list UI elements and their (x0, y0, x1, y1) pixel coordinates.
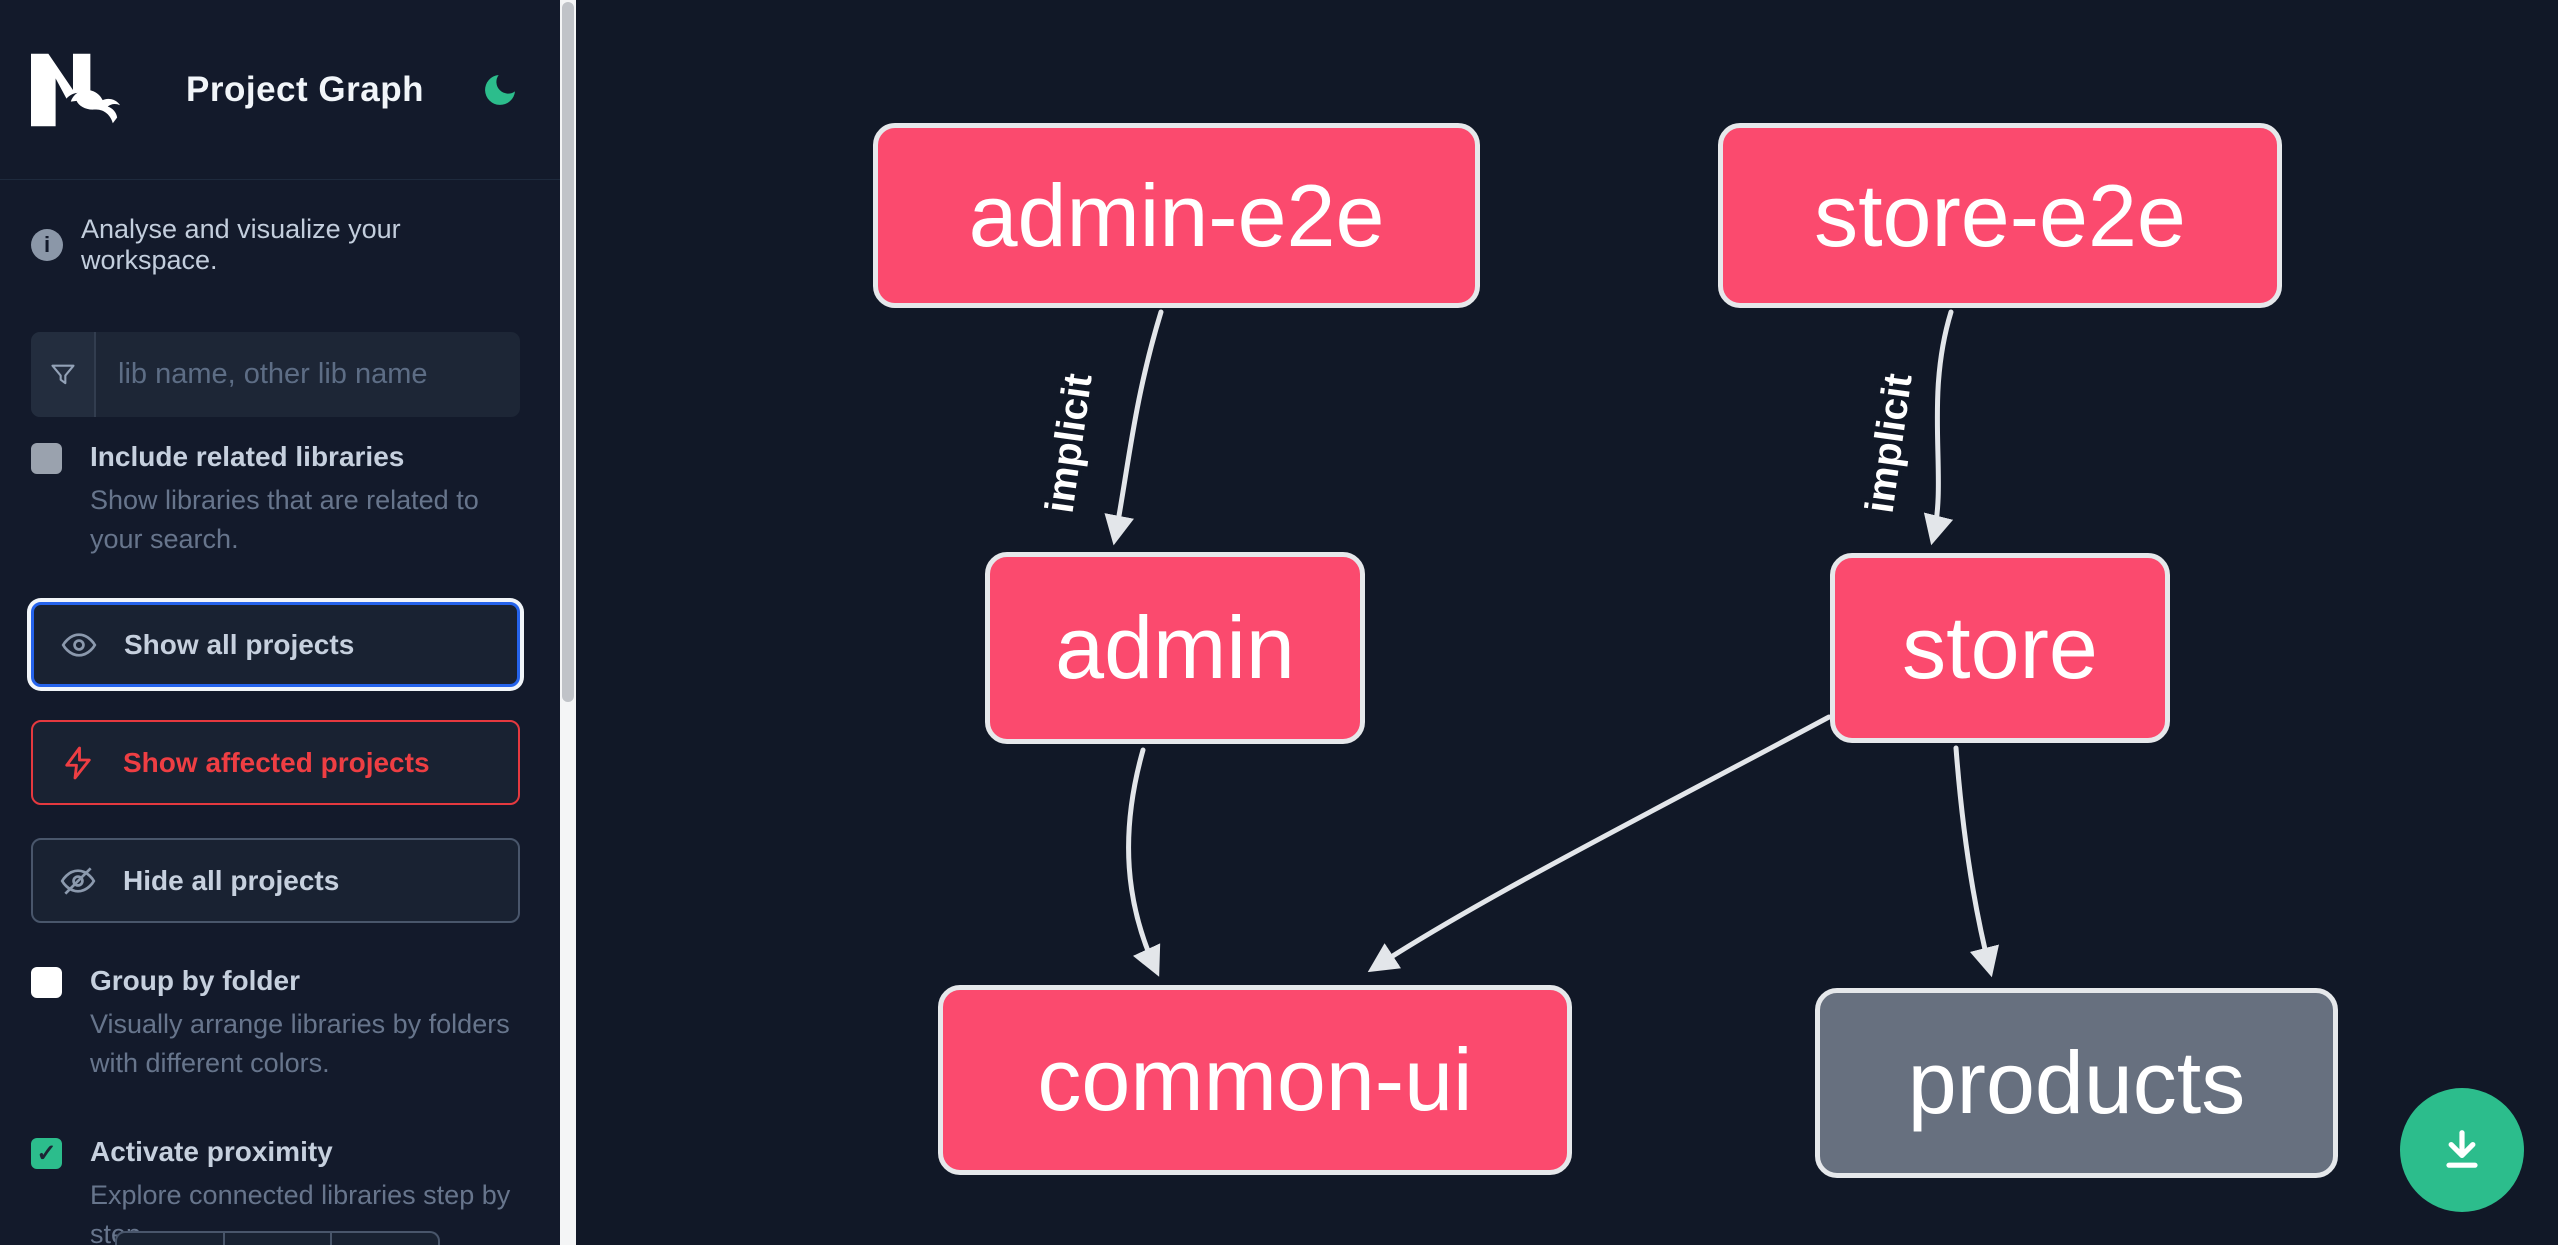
sidebar-header: Project Graph (0, 0, 560, 180)
nx-logo (31, 53, 121, 126)
search-input[interactable] (96, 332, 520, 417)
graph-canvas[interactable]: implicit implicit admin-e2e store-e2e ad… (576, 0, 2558, 1245)
option-include-related[interactable]: Include related libraries Show libraries… (31, 439, 522, 558)
button-label: Hide all projects (123, 864, 340, 896)
sidebar: Project Graph i Analyse and visualize yo… (0, 0, 560, 1245)
proximity-depth-stepper[interactable] (115, 1231, 440, 1245)
option-description: Explore connected libraries step by step… (90, 1180, 511, 1245)
eye-off-icon (60, 866, 96, 895)
stepper-decrement[interactable] (117, 1233, 223, 1245)
edge-layer: implicit implicit (1034, 309, 1999, 978)
edge-label-implicit: implicit (1038, 371, 1101, 516)
edge-store-e2e-to-store (1923, 309, 1954, 546)
option-group-by-folder[interactable]: Group by folder Visually arrange librari… (31, 963, 522, 1082)
download-graph-button[interactable] (2400, 1088, 2524, 1212)
info-icon: i (31, 229, 63, 261)
tagline-row: i Analyse and visualize your workspace. (31, 214, 522, 276)
show-affected-projects-button[interactable]: Show affected projects (31, 720, 520, 806)
option-description: Show libraries that are related to your … (90, 485, 479, 554)
sidebar-content: i Analyse and visualize your workspace. … (0, 180, 560, 1245)
checkbox-include-related[interactable] (31, 443, 62, 474)
edge-store-to-products (1953, 745, 1999, 978)
button-label: Show affected projects (123, 746, 430, 778)
download-icon (2446, 1130, 2478, 1168)
checkbox-activate-proximity[interactable]: ✓ (31, 1138, 62, 1170)
project-node-products[interactable]: products (1815, 988, 2338, 1178)
filter-funnel-icon (31, 332, 96, 417)
edge-store-to-common-ui (1367, 714, 1832, 973)
hide-all-projects-button[interactable]: Hide all projects (31, 838, 520, 924)
edge-admin-to-common-ui (1126, 747, 1161, 977)
bolt-icon (65, 746, 91, 779)
checkbox-group-by-folder[interactable] (31, 967, 62, 999)
stepper-increment[interactable] (330, 1233, 438, 1245)
moon-icon[interactable] (480, 70, 520, 110)
project-node-common-ui[interactable]: common-ui (938, 985, 1572, 1175)
option-activate-proximity[interactable]: ✓ Activate proximity Explore connected l… (31, 1134, 522, 1245)
option-label: Group by folder (90, 965, 300, 997)
option-description: Visually arrange libraries by folders wi… (90, 1009, 510, 1078)
stepper-value (222, 1233, 331, 1245)
project-node-store-e2e[interactable]: store-e2e (1718, 123, 2282, 308)
project-node-admin-e2e[interactable]: admin-e2e (873, 123, 1480, 308)
show-all-projects-button[interactable]: Show all projects (31, 602, 520, 688)
option-label: Include related libraries (90, 441, 405, 472)
project-node-admin[interactable]: admin (985, 552, 1365, 744)
tagline-text: Analyse and visualize your workspace. (81, 214, 401, 275)
edge-label-implicit: implicit (1858, 371, 1921, 516)
button-label: Show all projects (124, 628, 355, 660)
sidebar-scrollbar-thumb[interactable] (562, 2, 574, 702)
eye-icon (61, 632, 97, 657)
sidebar-scrollbar (560, 0, 576, 1245)
edge-admin-e2e-to-admin (1104, 309, 1164, 546)
page-title: Project Graph (186, 69, 424, 109)
option-label: Activate proximity (90, 1136, 333, 1168)
project-node-store[interactable]: store (1830, 553, 2170, 743)
search-box (31, 332, 520, 417)
